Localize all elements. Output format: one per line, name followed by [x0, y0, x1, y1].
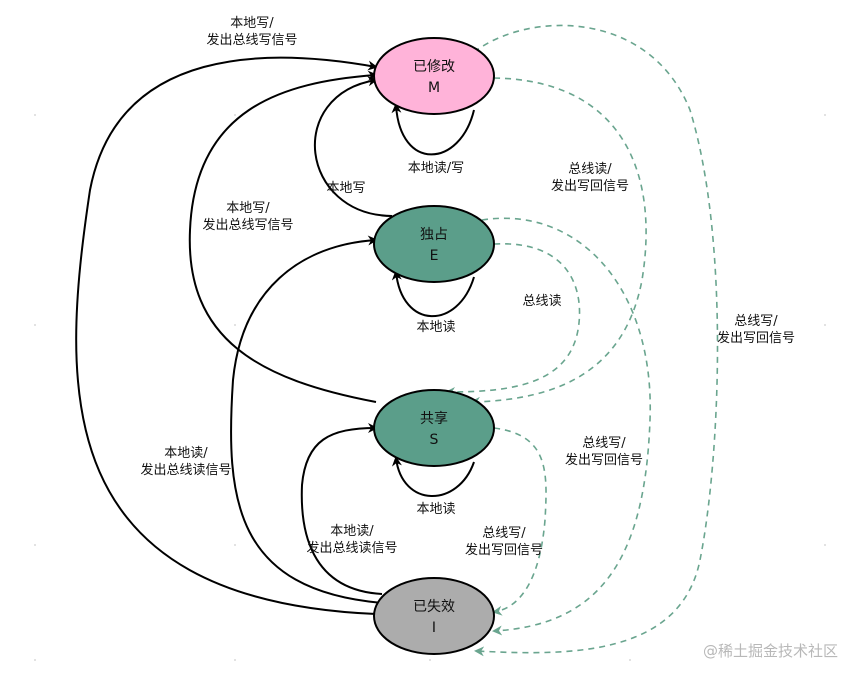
- edge-label-i-to-e: 本地读/ 发出总线读信号: [140, 446, 231, 478]
- edge-label-m-to-s-line1: 总线读/: [568, 162, 612, 177]
- state-shared: 共享 S: [373, 389, 495, 467]
- edge-label-e-self-line1: 本地读: [416, 320, 455, 335]
- state-invalid: 已失效 I: [373, 577, 495, 655]
- state-shared-shape: [373, 389, 495, 467]
- edge-label-s-to-m-line2: 发出总线写信号: [202, 217, 293, 233]
- edge-label-i-to-e-line2: 发出总线读信号: [140, 462, 231, 478]
- state-exclusive: 独占 E: [373, 205, 495, 283]
- edge-i-to-e: [230, 235, 383, 604]
- edge-label-e-to-s-line1: 总线读: [522, 294, 561, 309]
- edge-m-to-i: [473, 24, 719, 657]
- edge-e-to-s: [445, 243, 581, 397]
- state-shared-name: 共享: [420, 410, 448, 427]
- edge-label-s-to-i-line2: 发出写回信号: [465, 542, 543, 558]
- edge-e-to-i: [481, 217, 651, 636]
- state-invalid-name: 已失效: [413, 599, 455, 615]
- edge-s-to-m: [188, 70, 378, 403]
- state-modified-code: M: [428, 80, 440, 96]
- edge-label-e-to-i: 总线写/ 发出写回信号: [565, 436, 643, 468]
- edge-label-s-to-m-line1: 本地写/: [226, 201, 270, 216]
- edge-label-m-to-i-line2: 发出写回信号: [717, 330, 795, 346]
- edge-label-m-to-s: 总线读/ 发出写回信号: [551, 162, 629, 194]
- edge-e-self-loop: [391, 270, 475, 318]
- edge-label-i-to-s-line2: 发出总线读信号: [306, 540, 397, 556]
- edge-label-e-to-s: 总线读: [522, 294, 561, 309]
- state-exclusive-shape: [373, 205, 495, 283]
- edge-label-s-to-i-line1: 总线写/: [482, 526, 526, 541]
- edge-s-to-i: [492, 427, 547, 616]
- edge-m-self-loop: [391, 103, 475, 156]
- edge-label-e-to-i-line1: 总线写/: [582, 436, 626, 451]
- edge-label-s-to-i: 总线写/ 发出写回信号: [465, 526, 543, 558]
- edge-label-i-to-m-line2: 发出总线写信号: [206, 32, 297, 48]
- edge-label-m-to-i: 总线写/ 发出写回信号: [717, 314, 795, 346]
- edge-label-i-to-e-line1: 本地读/: [164, 446, 208, 461]
- state-shared-code: S: [430, 432, 439, 448]
- edge-s-self-loop: [391, 456, 475, 497]
- edge-label-e-to-m-line1: 本地写: [326, 181, 365, 196]
- edge-label-m-to-s-line2: 发出写回信号: [551, 178, 629, 194]
- edge-label-e-to-i-line2: 发出写回信号: [565, 452, 643, 468]
- state-modified-shape: [373, 37, 495, 115]
- edge-label-s-self: 本地读: [416, 502, 455, 517]
- edge-i-to-s: [300, 423, 383, 595]
- edge-label-i-to-m: 本地写/ 发出总线写信号: [206, 16, 297, 48]
- edge-label-s-to-m: 本地写/ 发出总线写信号: [202, 201, 293, 233]
- edge-m-to-s: [470, 77, 647, 407]
- edge-label-m-self: 本地读/写: [408, 161, 464, 176]
- edge-label-i-to-m-line1: 本地写/: [230, 16, 274, 31]
- edge-label-m-to-i-line1: 总线写/: [734, 314, 778, 329]
- state-invalid-shape: [373, 577, 495, 655]
- edge-label-m-self-line1: 本地读/写: [408, 161, 464, 176]
- edge-label-e-self: 本地读: [416, 320, 455, 335]
- state-invalid-code: I: [432, 620, 436, 636]
- edge-label-e-to-m: 本地写: [326, 181, 365, 196]
- state-exclusive-name: 独占: [420, 227, 448, 243]
- state-modified: 已修改 M: [373, 37, 495, 115]
- edge-label-s-self-line1: 本地读: [416, 502, 455, 517]
- edge-label-i-to-s-line1: 本地读/: [330, 524, 374, 539]
- edge-e-to-m: [313, 76, 393, 217]
- background-dots: [34, 114, 826, 661]
- watermark: @稀土掘金技术社区: [703, 642, 838, 660]
- state-modified-name: 已修改: [413, 59, 455, 75]
- edge-i-to-m: [75, 56, 378, 615]
- edge-label-i-to-s: 本地读/ 发出总线读信号: [306, 524, 397, 556]
- state-exclusive-code: E: [430, 248, 439, 264]
